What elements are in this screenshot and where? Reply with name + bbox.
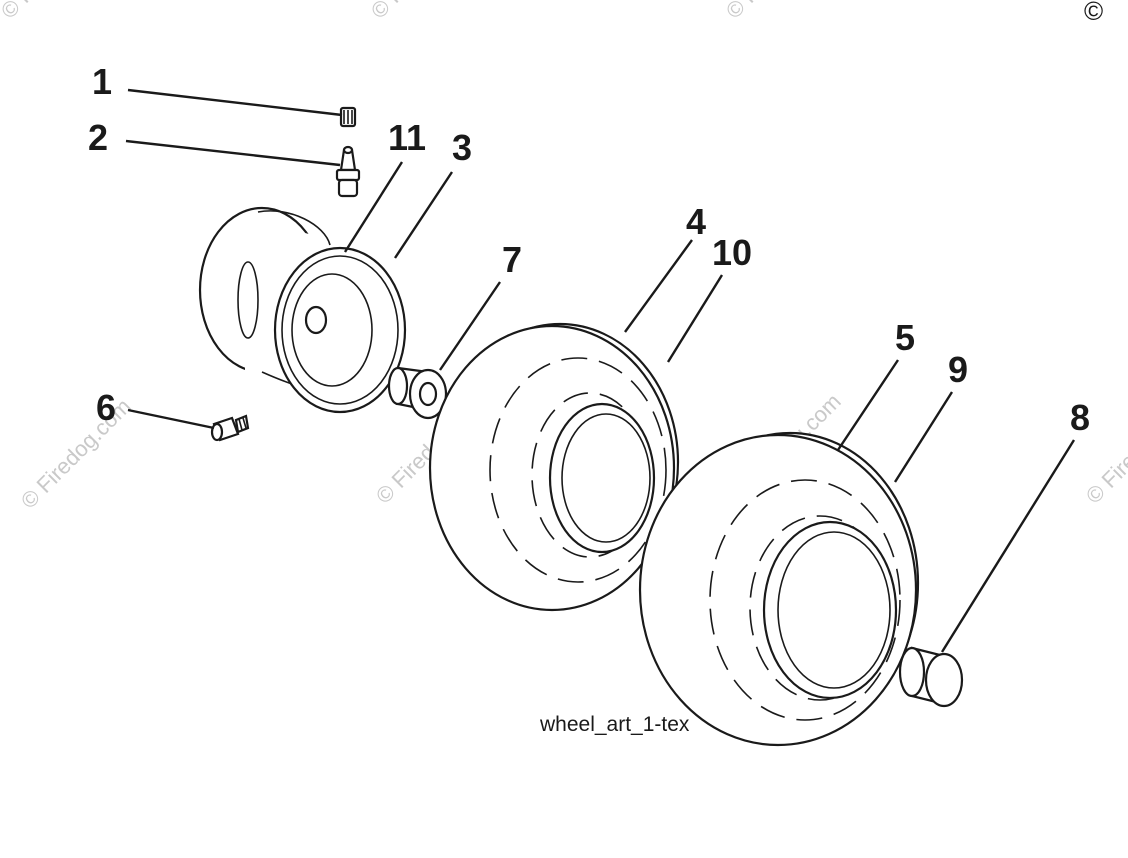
callout-number-1: 1	[92, 61, 112, 102]
copyright-symbol: ©	[1084, 0, 1103, 26]
watermark: © Firedog.com	[0, 0, 116, 24]
callout-number-6: 6	[96, 387, 116, 428]
callout-number-5: 5	[895, 317, 915, 358]
leader-line-9	[893, 391, 954, 483]
leader-lines	[125, 88, 1076, 653]
leader-line-5	[837, 359, 899, 451]
front-tire-drawing	[428, 322, 680, 612]
bushing-drawing	[387, 366, 448, 420]
callout-number-11: 11	[388, 117, 426, 158]
callout-number-10: 10	[712, 232, 752, 273]
rear-tire-drawing	[638, 431, 920, 747]
leader-line-4	[624, 239, 693, 333]
rim-drawing	[198, 206, 407, 414]
callout-number-8: 8	[1070, 397, 1090, 438]
leader-line-7	[439, 281, 501, 371]
callout-number-3: 3	[452, 127, 472, 168]
watermark: © Firedog.com	[721, 0, 841, 24]
leader-line-8	[940, 439, 1076, 653]
valve-stem-drawing	[335, 145, 361, 198]
diagram-caption: wheel_art_1-tex	[539, 713, 690, 736]
callout-number-7: 7	[502, 239, 522, 280]
leader-line-11	[343, 161, 404, 253]
leader-line-6	[127, 408, 215, 430]
callout-number-9: 9	[948, 349, 968, 390]
watermark: © Firedog.com	[16, 394, 136, 514]
callout-number-2: 2	[88, 117, 108, 158]
leader-line-2	[125, 139, 341, 167]
leader-line-10	[666, 274, 724, 363]
callout-number-4: 4	[686, 201, 706, 242]
watermark: © Firedog.com	[366, 0, 486, 24]
valve-cap-drawing	[339, 106, 357, 128]
hub-cap-drawing	[898, 646, 964, 708]
leader-line-3	[393, 171, 454, 259]
grease-fitting-drawing	[210, 414, 250, 442]
leader-line-1	[127, 88, 343, 117]
callout-labels: 1 2 11 3 4 10 7 5 9 8 6	[88, 61, 1090, 438]
